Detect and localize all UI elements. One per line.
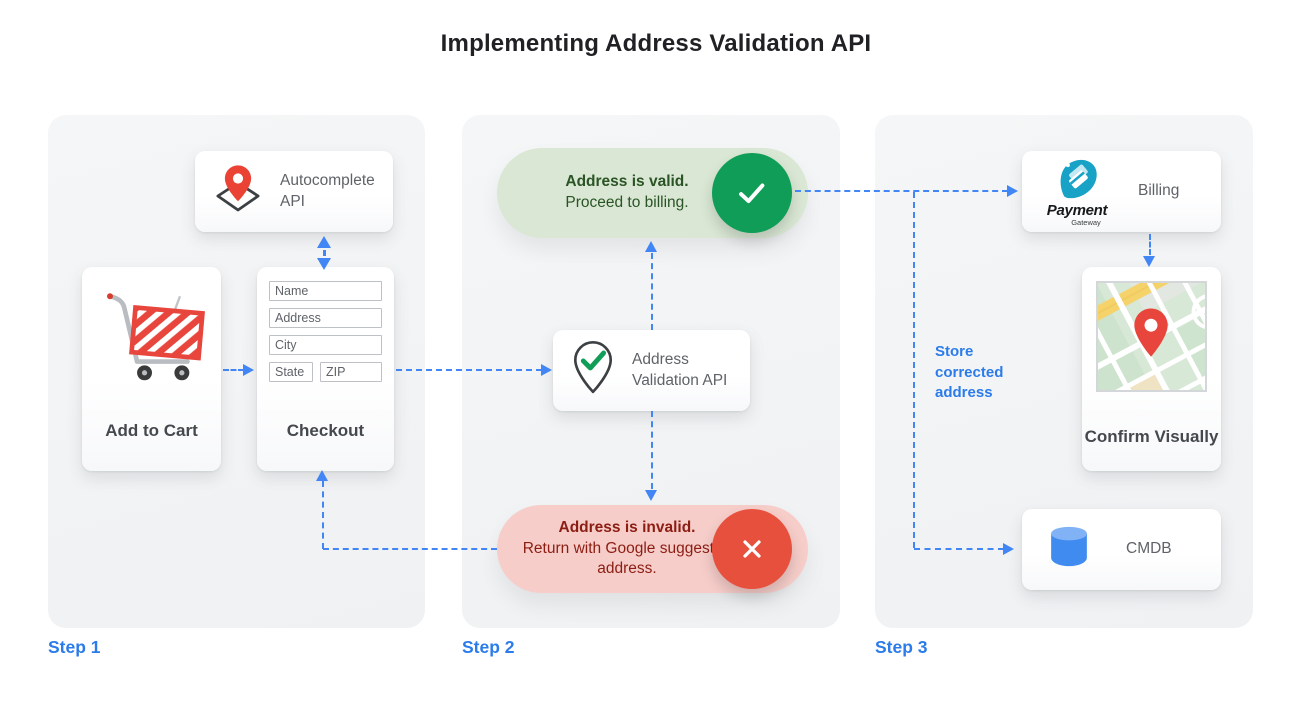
store-corrected-address-note: Store corrected address xyxy=(935,343,1004,402)
arrow-invalid-return-vertical xyxy=(322,481,324,549)
arrow-checkout-to-validation xyxy=(396,369,542,371)
zip-field[interactable] xyxy=(320,362,382,382)
step1-label: Step 1 xyxy=(48,637,101,657)
arrowhead-store-to-cmdb xyxy=(1003,543,1014,555)
step3-panel: Payment Gateway Billing xyxy=(875,115,1253,628)
map-pin-check-icon xyxy=(570,340,616,401)
arrow-checkout-autocomplete-bidirectional xyxy=(317,236,331,270)
autocomplete-api-label: Autocomplete API xyxy=(280,172,375,210)
step2-panel: Address is valid. Proceed to billing. Ad… xyxy=(462,115,840,628)
step3-label: Step 3 xyxy=(875,637,928,657)
arrow-invalid-return-horizontal xyxy=(323,548,497,550)
confirm-visually-card: Confirm Visually xyxy=(1082,267,1221,471)
state-field[interactable] xyxy=(269,362,313,382)
autocomplete-api-card: Autocomplete API xyxy=(195,151,393,232)
valid-pill-subtitle: Proceed to billing. xyxy=(565,194,689,211)
address-field[interactable] xyxy=(269,308,382,328)
arrowhead-validation-to-invalid xyxy=(645,490,657,501)
arrow-store-branch-vertical xyxy=(913,192,915,548)
address-validation-api-label: Address Validation API xyxy=(632,351,728,389)
page-title: Implementing Address Validation API xyxy=(440,30,872,57)
arrowhead-validation-to-valid xyxy=(645,241,657,252)
x-circle-icon xyxy=(712,509,792,589)
arrowhead-checkout-to-validation xyxy=(541,364,552,376)
payment-logo-title: Payment xyxy=(1046,202,1108,219)
step2-label: Step 2 xyxy=(462,637,515,657)
arrowhead-invalid-to-checkout xyxy=(316,470,328,481)
address-valid-pill: Address is valid. Proceed to billing. xyxy=(497,148,808,238)
arrow-valid-to-billing xyxy=(795,190,1008,192)
checkout-label: Checkout xyxy=(286,421,365,440)
shopping-cart-icon xyxy=(96,285,208,390)
valid-pill-title: Address is valid. xyxy=(565,173,689,191)
arrowhead-valid-to-billing xyxy=(1007,185,1018,197)
cmdb-label: CMDB xyxy=(1126,540,1172,558)
billing-card: Payment Gateway Billing xyxy=(1022,151,1221,232)
step1-panel: Autocomplete API xyxy=(48,115,425,628)
checkout-card: Checkout xyxy=(257,267,394,471)
cmdb-card: CMDB xyxy=(1022,509,1221,590)
name-field[interactable] xyxy=(269,281,382,301)
invalid-pill-title: Address is invalid. xyxy=(558,518,696,536)
check-circle-icon xyxy=(712,153,792,233)
address-validation-api-card: Address Validation API xyxy=(553,330,750,411)
city-field[interactable] xyxy=(269,335,382,355)
add-to-cart-label: Add to Cart xyxy=(105,421,198,440)
payment-gateway-logo: Payment Gateway xyxy=(1040,156,1114,227)
arrowhead-billing-to-confirm xyxy=(1143,256,1155,267)
add-to-cart-card: Add to Cart xyxy=(82,267,221,471)
confirm-visually-label: Confirm Visually xyxy=(1084,427,1219,447)
map-pin-diamond-icon xyxy=(210,161,266,222)
invalid-pill-subtitle: Return with Google suggested address. xyxy=(522,539,732,578)
database-icon xyxy=(1044,523,1094,576)
arrow-validation-to-invalid xyxy=(651,411,653,489)
map-thumbnail xyxy=(1096,281,1207,392)
arrow-validation-to-valid xyxy=(651,253,653,330)
address-invalid-pill: Address is invalid. Return with Google s… xyxy=(497,505,808,593)
arrow-store-to-cmdb xyxy=(914,548,1004,550)
arrow-cart-to-checkout xyxy=(223,369,244,371)
payment-logo-subtitle: Gateway xyxy=(1071,218,1101,227)
arrow-billing-to-confirm xyxy=(1149,234,1151,255)
arrowhead-cart-to-checkout xyxy=(243,364,254,376)
billing-label: Billing xyxy=(1138,182,1180,200)
